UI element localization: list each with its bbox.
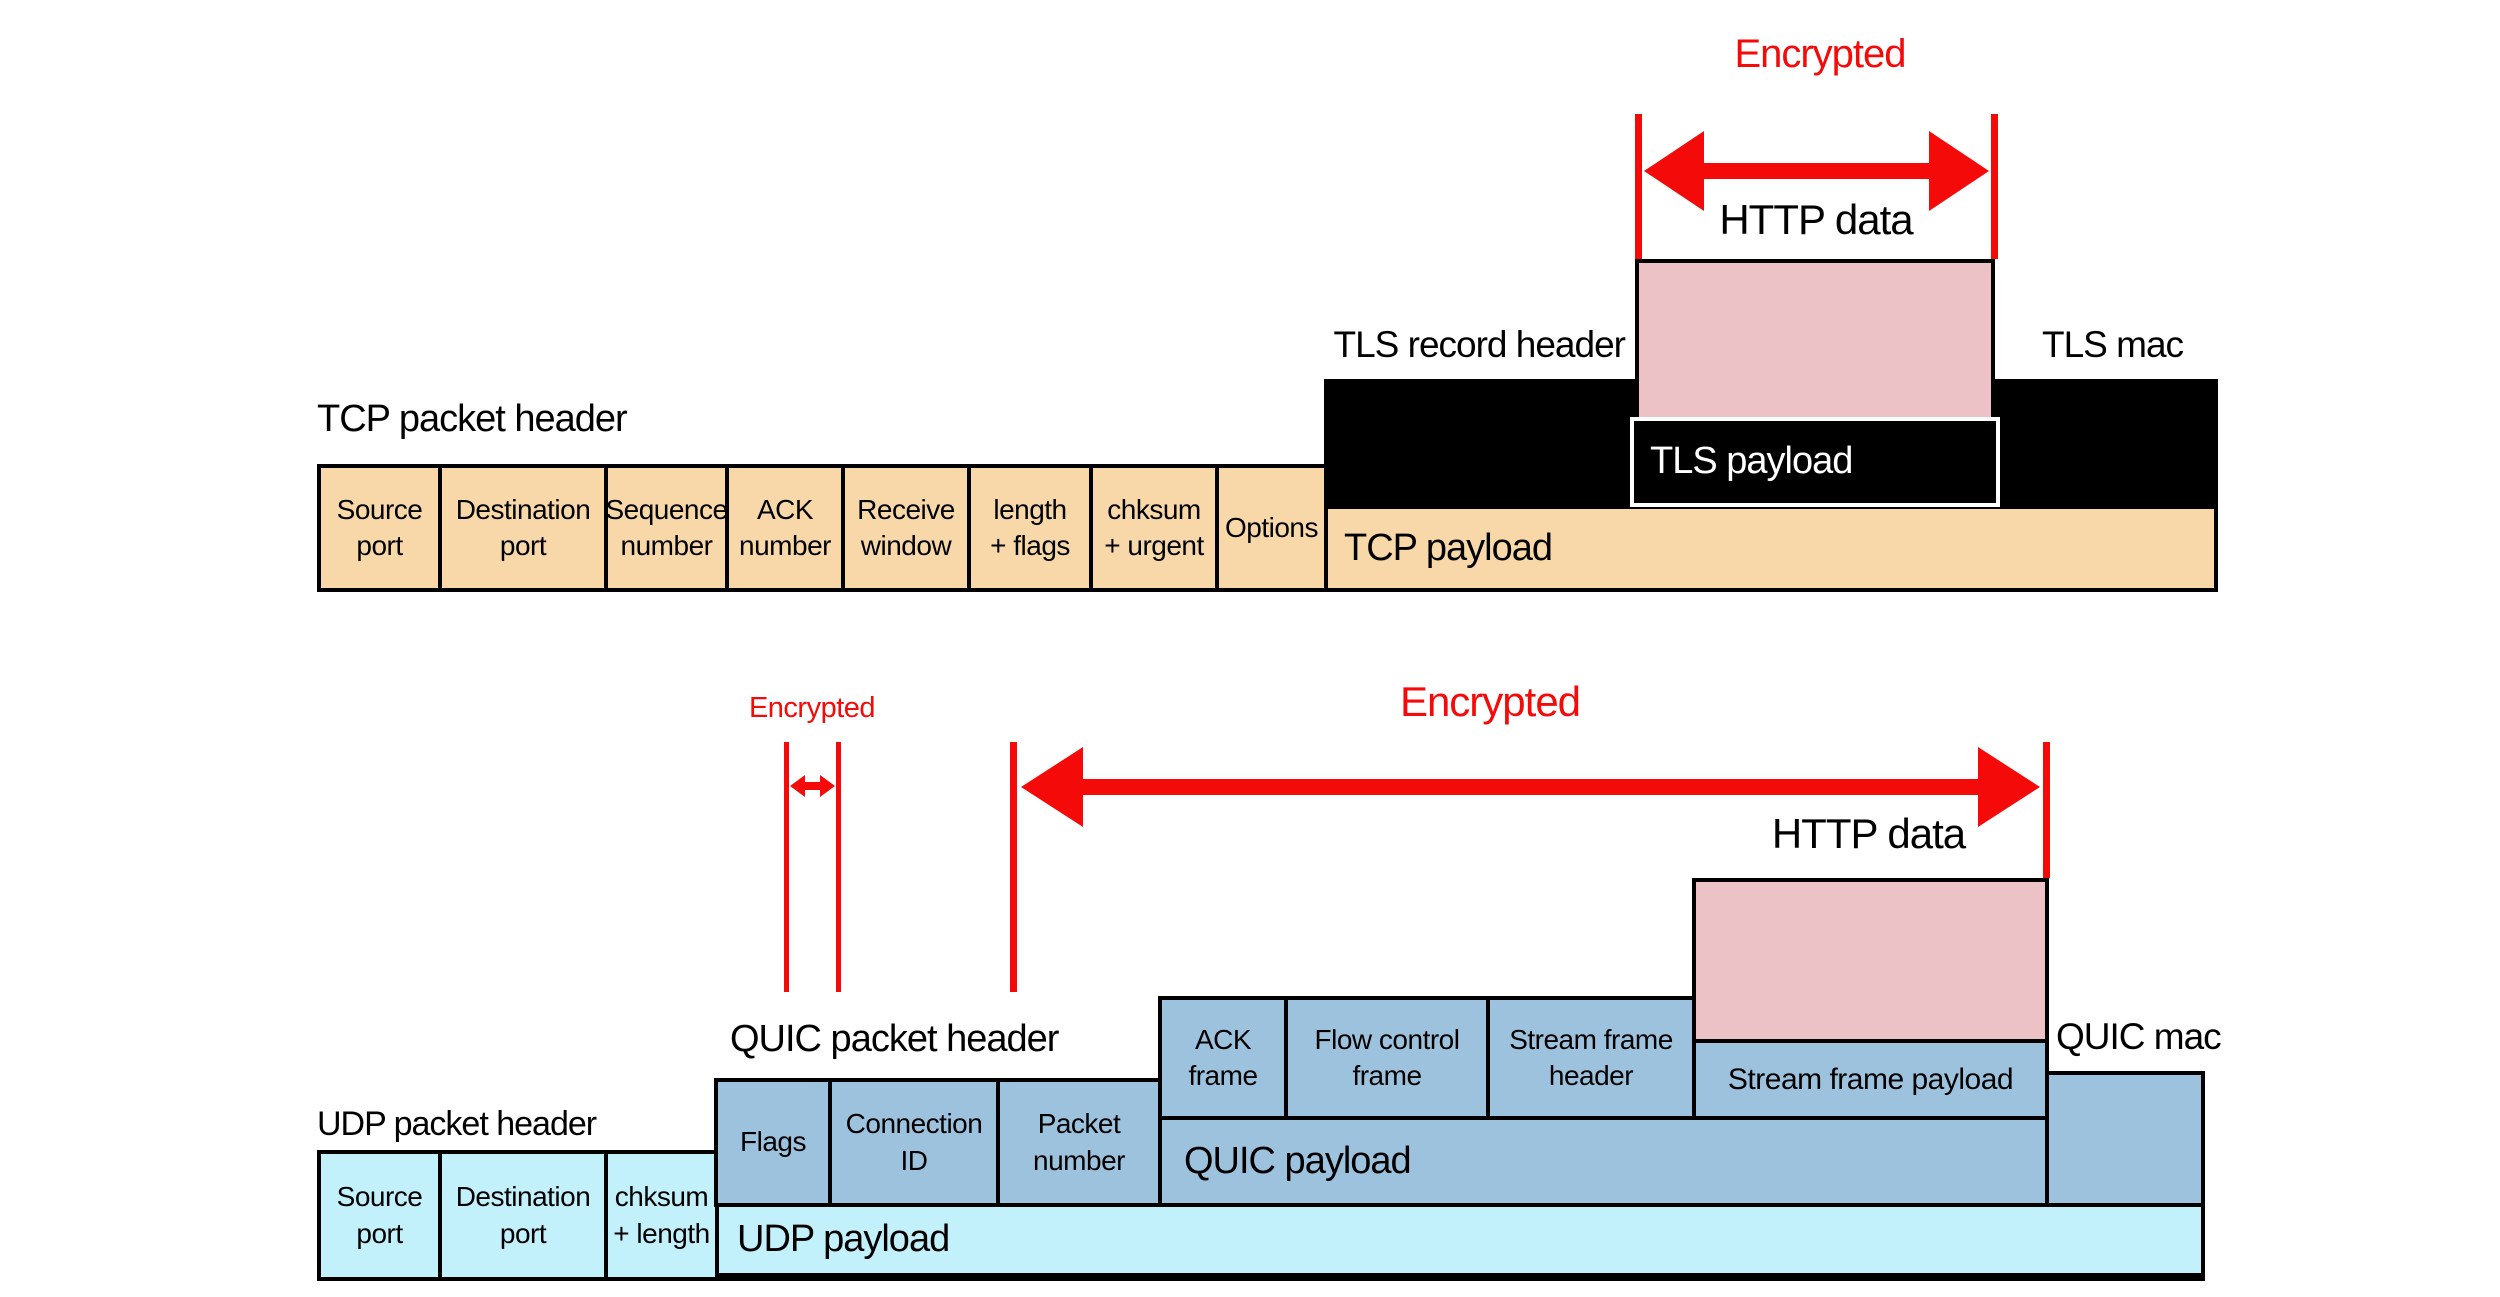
tls-record-header-label: TLS record header [1333, 324, 1626, 365]
udp-payload-label: UDP payload [737, 1218, 950, 1261]
tcp-cell-options: Options [1215, 464, 1328, 592]
quic-mac-label: QUIC mac [2056, 1016, 2222, 1057]
tcp-payload-label: TCP payload [1344, 526, 1553, 569]
quic-small-range-line-left [784, 742, 789, 992]
quic-payload-label: QUIC payload [1184, 1139, 1412, 1182]
udp-payload: UDP payload [715, 1203, 2205, 1281]
arrow-right-head [1978, 747, 2040, 827]
tcp-encrypted-range-line-left [1635, 114, 1642, 259]
quic-small-range-line-right [836, 742, 841, 992]
tcp-cell-length-flags: length + flags [967, 464, 1093, 592]
arrow-left-head [1644, 131, 1704, 211]
udp-cell-destination-port: Destination port [438, 1150, 608, 1281]
tcp-payload: TCP payload [1324, 505, 2218, 592]
quic-big-range-line-left [1010, 742, 1017, 992]
quic-cell-ack-frame: ACK frame [1158, 996, 1288, 1120]
tcp-http-data-label: HTTP data [1719, 196, 1913, 243]
tcp-cell-sequence-number: Sequence number [604, 464, 729, 592]
tcp-cell-destination-port: Destination port [438, 464, 608, 592]
quic-http-data-label: HTTP data [1771, 810, 1966, 857]
arrow-shaft [1072, 779, 1990, 795]
tls-mac-label: TLS mac [2042, 324, 2184, 365]
quic-big-range-line-right [2043, 742, 2050, 878]
arrow-left-head [790, 775, 805, 797]
quic-cell-stream-frame-payload: Stream frame payload [1692, 1039, 2049, 1120]
quic-cell-flow-control-frame: Flow control frame [1284, 996, 1490, 1120]
tls-payload-box: TLS payload [1630, 417, 2000, 507]
tcp-cell-chksum-urgent: chksum + urgent [1089, 464, 1219, 592]
quic-cell-flags: Flags [714, 1078, 832, 1207]
tcp-encrypted-range-line-right [1991, 114, 1998, 259]
quic-encrypted-big-label: Encrypted [1399, 678, 1581, 725]
tcp-cell-receive-window: Receive window [841, 464, 971, 592]
quic-http-data-box [1692, 878, 2049, 1043]
tcp-cell-source-port: Source port [317, 464, 442, 592]
tcp-packet-header-title: TCP packet header [317, 398, 628, 440]
quic-cell-stream-frame-header: Stream frame header [1486, 996, 1696, 1120]
tcp-cell-ack-number: ACK number [725, 464, 845, 592]
tcp-encrypted-label: Encrypted [1734, 32, 1906, 76]
quic-payload: QUIC payload [1158, 1116, 2053, 1207]
tcp-http-data-box [1635, 259, 1995, 421]
quic-cell-connection-id: Connection ID [828, 1078, 1000, 1207]
arrow-shaft [801, 782, 824, 790]
arrow-shaft [1695, 163, 1938, 179]
udp-cell-chksum-length: chksum + length [604, 1150, 719, 1281]
quic-cell-packet-number: Packet number [996, 1078, 1162, 1207]
quic-encrypted-small-label: Encrypted [748, 692, 876, 724]
arrow-right-head [1929, 131, 1989, 211]
udp-cell-source-port: Source port [317, 1150, 442, 1281]
udp-packet-header-title: UDP packet header [317, 1105, 597, 1143]
quic-packet-header-title: QUIC packet header [730, 1018, 1059, 1060]
quic-mac-cell [2045, 1071, 2205, 1207]
arrow-right-head [820, 775, 835, 797]
